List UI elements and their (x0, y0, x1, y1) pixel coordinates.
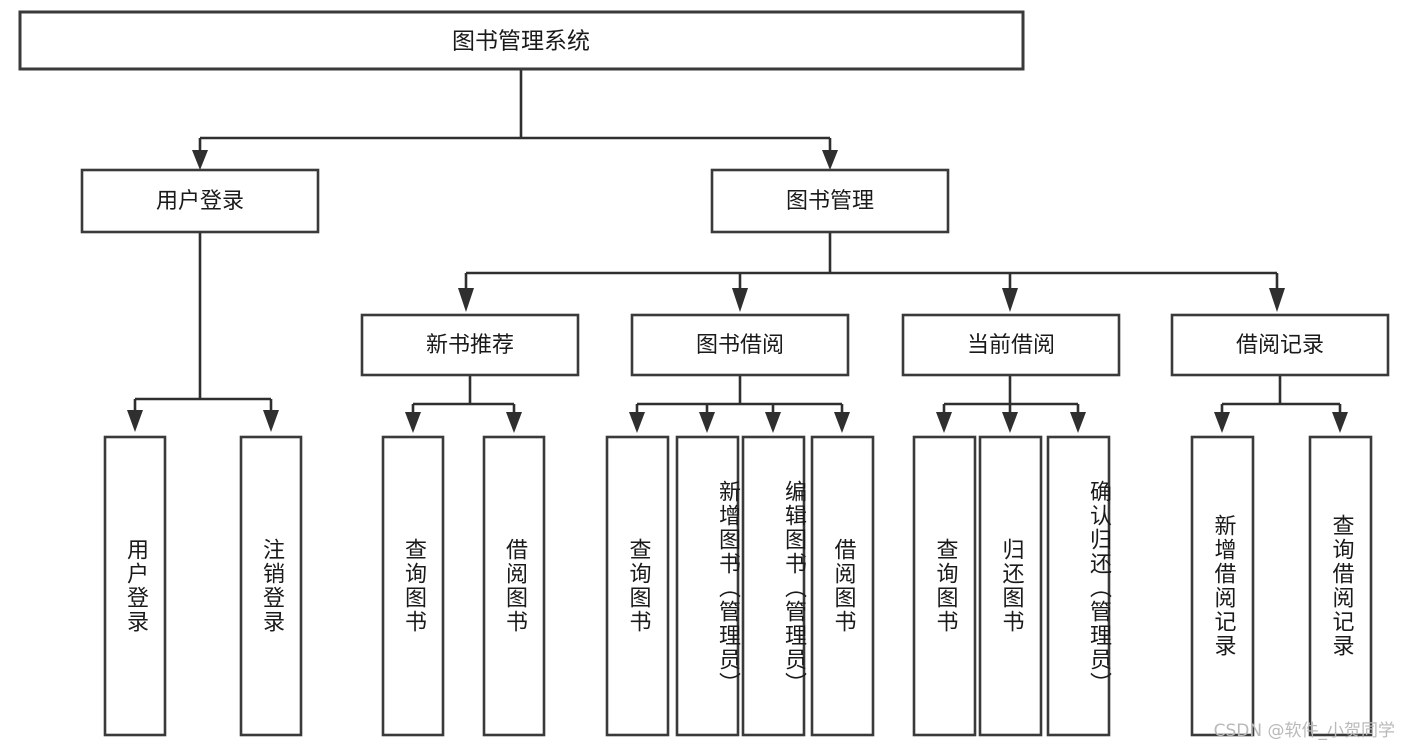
arrowhead-bb-leaf-4 (834, 412, 850, 433)
arrowhead-br-leaf-2 (1332, 412, 1348, 433)
arrowhead-cb-leaf-3 (1070, 412, 1086, 433)
arrowhead-book-borrow (732, 288, 748, 312)
arrowhead-bb-leaf-2 (699, 412, 715, 433)
arrowhead-nb-leaf-2 (506, 412, 522, 433)
leaf-box-bb-borrow-book[interactable] (810, 435, 875, 737)
leaf-box-cb-query-book[interactable] (912, 435, 977, 737)
arrowhead-bb-leaf-1 (629, 412, 645, 433)
node-book-management-box[interactable] (710, 168, 950, 234)
node-book-management-label: 图书管理 (786, 189, 874, 214)
arrowhead-borrow-record (1269, 288, 1285, 312)
node-borrow-record[interactable]: 借阅记录 (1170, 313, 1390, 377)
node-book-borrow-label: 图书借阅 (696, 333, 784, 358)
leaf-box-bb-query-book[interactable] (605, 435, 670, 737)
arrowhead-cb-leaf-2 (1002, 412, 1018, 433)
leaf-box-layer (103, 435, 1373, 737)
arrowhead-current-borrow (1002, 288, 1018, 312)
connector-layer (127, 69, 1348, 433)
node-book-management[interactable]: 图书管理 (710, 168, 950, 234)
node-user-login-box[interactable] (80, 168, 320, 234)
node-borrow-record-label: 借阅记录 (1236, 333, 1324, 358)
arrowhead-br-leaf-1 (1214, 412, 1230, 433)
leaf-box-br-query-record[interactable] (1308, 435, 1373, 737)
node-new-book-recommend-box[interactable] (360, 313, 580, 377)
leaf-box-nb-borrow-book[interactable] (482, 435, 546, 737)
leaf-box-br-add-record[interactable] (1190, 435, 1255, 737)
leaf-box-cb-return-book[interactable] (978, 435, 1043, 737)
arrowhead-user-login (192, 150, 208, 170)
arrowhead-cb-leaf-1 (936, 412, 952, 433)
leaf-box-nb-query-book[interactable] (381, 435, 445, 737)
node-borrow-record-box[interactable] (1170, 313, 1390, 377)
node-new-book-recommend-label: 新书推荐 (426, 333, 514, 358)
node-root-box[interactable] (18, 10, 1025, 71)
arrowhead-bb-leaf-3 (765, 412, 781, 433)
leaf-box-cb-confirm-return[interactable] (1046, 435, 1111, 737)
node-book-borrow[interactable]: 图书借阅 (630, 313, 850, 377)
node-book-borrow-box[interactable] (630, 313, 850, 377)
node-current-borrow[interactable]: 当前借阅 (901, 313, 1121, 377)
node-user-login-label: 用户登录 (156, 189, 244, 214)
arrowhead-leaf-user-login (127, 410, 143, 432)
node-new-book-recommend[interactable]: 新书推荐 (360, 313, 580, 377)
arrowhead-leaf-logout (263, 410, 279, 432)
node-root-label: 图书管理系统 (452, 29, 590, 55)
node-current-borrow-label: 当前借阅 (967, 333, 1055, 358)
leaf-box-bb-add-book[interactable] (675, 435, 740, 737)
arrowhead-nb-leaf-1 (405, 412, 421, 433)
arrowhead-new-book (458, 288, 474, 312)
leaf-box-bb-edit-book[interactable] (741, 435, 806, 737)
arrowhead-book-mgmt (822, 150, 838, 170)
leaf-box-logout[interactable] (239, 435, 303, 737)
node-current-borrow-box[interactable] (901, 313, 1121, 377)
node-user-login[interactable]: 用户登录 (80, 168, 320, 234)
node-root[interactable]: 图书管理系统 (18, 10, 1025, 71)
leaf-box-user-login[interactable] (103, 435, 167, 737)
